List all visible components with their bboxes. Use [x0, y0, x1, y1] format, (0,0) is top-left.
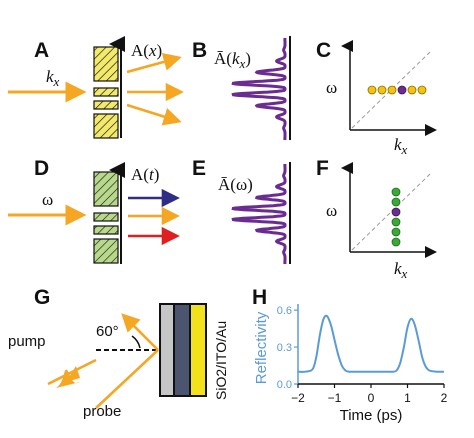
panel-label-c: C	[316, 39, 331, 62]
x-tick-label: 0	[368, 391, 375, 405]
light-line-f	[351, 173, 431, 251]
field-label-e: Ā(ω)	[218, 175, 253, 194]
x-label-f: kx	[394, 259, 408, 281]
diffracted-arrows-a	[126, 53, 184, 126]
stack-label: SiO2/ITO/Au	[213, 321, 229, 400]
panel-b: B Ā(kx)	[192, 36, 291, 140]
panel-c: C ω kx	[316, 39, 437, 157]
y-axis-label: Reflectivity	[253, 311, 270, 384]
sample-stack	[159, 303, 207, 397]
y-label-f: ω	[326, 201, 337, 220]
panel-g: G pump probe 60° SiO2/ITO/Au	[8, 286, 229, 420]
metasurface-d	[93, 162, 125, 264]
x-tick-label: −1	[328, 391, 342, 405]
spectrum-curve-e	[231, 164, 287, 264]
x-tick-label: −2	[291, 391, 305, 405]
panel-label-h: H	[252, 286, 267, 309]
panel-label-f: F	[316, 157, 329, 180]
panel-label-a: A	[34, 39, 49, 62]
x-tick-label: 1	[404, 391, 411, 405]
panel-d: D ω A(t)	[8, 157, 180, 264]
angle-label: 60°	[96, 323, 119, 340]
pump-pulse-icon	[56, 369, 80, 388]
metasurface-a	[93, 36, 125, 139]
reflectivity-series-line	[297, 314, 445, 373]
field-label-a: A(x)	[131, 41, 162, 60]
probe-beam-in	[95, 349, 159, 409]
pump-label: pump	[8, 333, 46, 350]
probe-label: probe	[83, 403, 121, 420]
x-label-c: kx	[394, 135, 408, 157]
panel-label-e: E	[192, 157, 206, 180]
angle-arc	[131, 335, 141, 349]
x-tick-label: 2	[441, 391, 448, 405]
y-tick-label: 0.0	[277, 379, 292, 391]
input-wavevector: kx	[46, 67, 60, 89]
panel-f: F ω kx	[316, 157, 437, 281]
probe-beam-out	[121, 313, 159, 351]
panel-label-d: D	[34, 157, 49, 180]
mode-dots-c	[367, 85, 427, 95]
y-tick-label: 0.3	[277, 342, 292, 354]
x-axis-label: Time (ps)	[340, 407, 403, 424]
field-label-d: A(t)	[131, 165, 159, 184]
pump-beam	[47, 358, 97, 386]
y-tick-label: 0.6	[277, 305, 292, 317]
spectrum-curve-b	[231, 38, 287, 140]
panel-a: A kx A(x)	[8, 36, 184, 139]
field-label-b: Ā(kx)	[214, 49, 251, 71]
panel-e: E Ā(ω)	[192, 157, 291, 264]
panel-label-b: B	[192, 39, 207, 62]
pump-pulse-tail	[66, 366, 80, 382]
output-arrows-d	[128, 188, 180, 246]
y-label-c: ω	[326, 78, 337, 97]
panel-label-g: G	[34, 286, 50, 309]
mode-dots-f	[391, 187, 401, 247]
input-frequency: ω	[42, 190, 53, 209]
